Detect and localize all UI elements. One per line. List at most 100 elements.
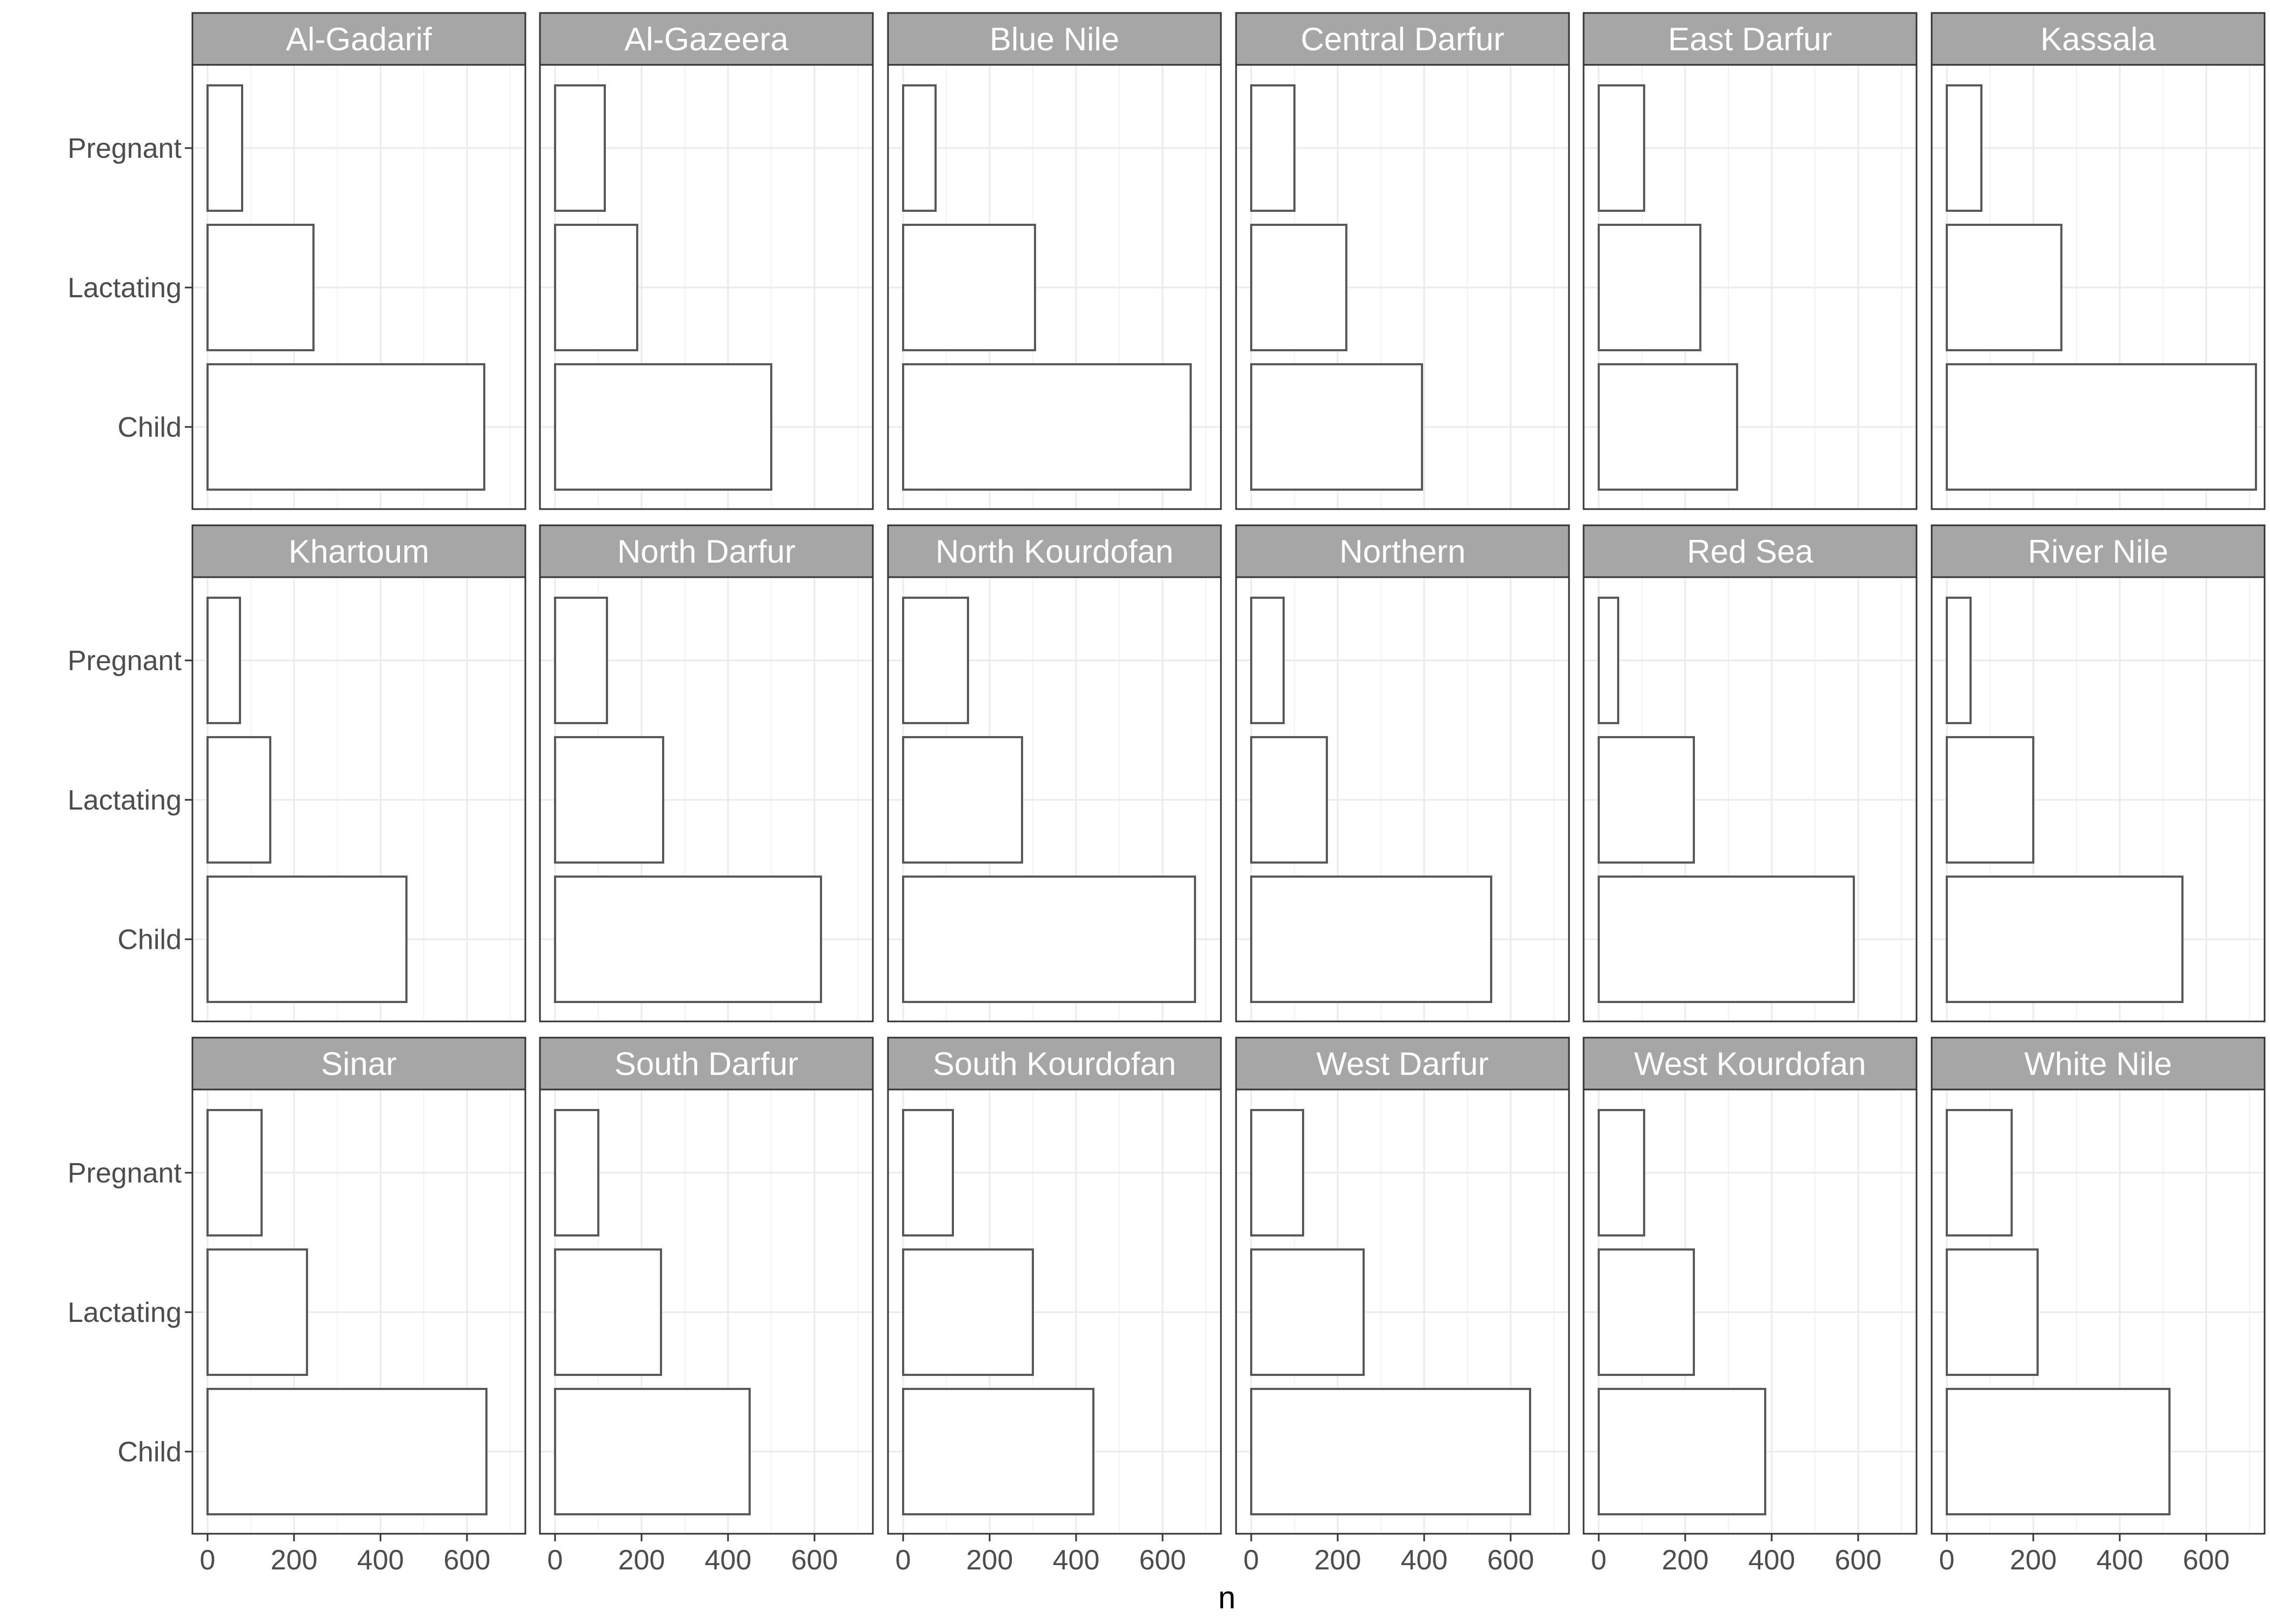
- bar-pregnant: [554, 1109, 599, 1237]
- facet-title: Northern: [1339, 533, 1465, 570]
- facet-title: Blue Nile: [990, 21, 1119, 57]
- panel-border: [1235, 64, 1570, 510]
- x-tick-label: 0: [1244, 1545, 1259, 1576]
- facet-strip: [1583, 1037, 1918, 1091]
- bar-lactating: [206, 224, 315, 351]
- bar-lactating: [1250, 224, 1347, 351]
- bar-pregnant: [206, 1109, 263, 1237]
- x-tick-label: 600: [1139, 1545, 1186, 1576]
- facet-panel: North Kourdofan: [887, 524, 1222, 1022]
- facet-strip: [1931, 12, 2266, 66]
- facet-panel: East Darfur: [1583, 12, 1918, 510]
- panel-border: [1931, 576, 2266, 1022]
- panel-border: [887, 64, 1222, 510]
- bar-child: [902, 1388, 1094, 1515]
- facet-strip: [1235, 524, 1570, 578]
- facet-title: White Nile: [2024, 1046, 2172, 1082]
- facet-title: Al-Gadarif: [286, 21, 432, 57]
- y-tick-label: Lactating: [68, 272, 182, 304]
- bar-lactating: [1598, 1248, 1695, 1376]
- x-tick-label: 200: [966, 1545, 1013, 1576]
- bar-pregnant: [206, 84, 243, 212]
- facet-title: Al-Gazeera: [624, 21, 789, 57]
- facet-strip: [1235, 1037, 1570, 1091]
- facet-title: West Kourdofan: [1634, 1046, 1866, 1082]
- bar-pregnant: [1598, 597, 1619, 724]
- x-tick-label: 0: [1939, 1545, 1955, 1576]
- x-tick-label: 600: [444, 1545, 491, 1576]
- x-tick-label: 200: [2010, 1545, 2057, 1576]
- facet-strip: [191, 524, 526, 578]
- facet-strip: [1931, 1037, 2266, 1091]
- bar-lactating: [902, 736, 1023, 864]
- bar-lactating: [902, 1248, 1034, 1376]
- x-tick-label: 400: [2097, 1545, 2144, 1576]
- bar-child: [206, 1388, 488, 1515]
- bar-lactating: [1250, 736, 1328, 864]
- facet-panel: North Darfur: [539, 524, 874, 1022]
- facet-title: Kassala: [2040, 21, 2156, 57]
- panel-border: [1235, 576, 1570, 1022]
- x-tick-label: 0: [896, 1545, 911, 1576]
- x-tick-label: 600: [1487, 1545, 1534, 1576]
- y-tick-label: Child: [118, 924, 182, 955]
- bar-pregnant: [1250, 597, 1285, 724]
- y-tick-label: Lactating: [68, 785, 182, 816]
- y-tick-label: Pregnant: [68, 1158, 182, 1189]
- y-tick-label: Child: [118, 412, 182, 443]
- facet-title: River Nile: [2028, 533, 2168, 570]
- x-tick-label: 400: [357, 1545, 404, 1576]
- bar-pregnant: [902, 597, 969, 724]
- x-tick-label: 0: [548, 1545, 563, 1576]
- facet-strip: [887, 524, 1222, 578]
- bar-child: [1946, 876, 2184, 1003]
- bar-child: [902, 363, 1192, 491]
- facet-panel: Red Sea: [1583, 524, 1918, 1022]
- y-tick-label: Pregnant: [68, 645, 182, 677]
- x-tick-label: 200: [1662, 1545, 1709, 1576]
- x-tick-label: 400: [1053, 1545, 1100, 1576]
- panel-border: [887, 576, 1222, 1022]
- panel-border: [1931, 64, 2266, 510]
- x-tick-label: 0: [200, 1545, 216, 1576]
- bar-lactating: [554, 1248, 662, 1376]
- bar-lactating: [206, 1248, 308, 1376]
- facet-panel: Blue Nile: [887, 12, 1222, 510]
- bar-pregnant: [1946, 84, 1982, 212]
- facet-panel: Northern: [1235, 524, 1570, 1022]
- facet-title: North Darfur: [617, 533, 796, 570]
- facet-panel: West Darfur 0 200 400 600: [1235, 1037, 1570, 1576]
- bar-child: [554, 363, 772, 491]
- bar-child: [1250, 876, 1492, 1003]
- facet-strip: [191, 1037, 526, 1091]
- x-tick-label: 400: [1401, 1545, 1448, 1576]
- bar-lactating: [1946, 1248, 2039, 1376]
- panel-border: [887, 1088, 1222, 1535]
- facet-strip: [1235, 12, 1570, 66]
- bar-pregnant: [206, 597, 241, 724]
- facet-title: South Kourdofan: [933, 1046, 1176, 1082]
- bar-lactating: [554, 736, 664, 864]
- x-axis-title: n: [1218, 1580, 1236, 1615]
- x-tick-label: 200: [1314, 1545, 1361, 1576]
- bar-child: [902, 876, 1196, 1003]
- panel-border: [1583, 576, 1918, 1022]
- bar-child: [1250, 363, 1423, 491]
- facet-strip: [1583, 524, 1918, 578]
- facet-strip: [191, 12, 526, 66]
- y-tick-label: Child: [118, 1436, 182, 1468]
- bar-pregnant: [1946, 1109, 2013, 1237]
- bar-child: [554, 1388, 751, 1515]
- bar-child: [1250, 1388, 1531, 1515]
- facet-title: Khartoum: [289, 533, 429, 570]
- x-tick-label: 600: [1835, 1545, 1882, 1576]
- x-tick-label: 400: [1748, 1545, 1795, 1576]
- panel-border: [1583, 64, 1918, 510]
- facet-title: West Darfur: [1317, 1046, 1489, 1082]
- bar-child: [1598, 876, 1855, 1003]
